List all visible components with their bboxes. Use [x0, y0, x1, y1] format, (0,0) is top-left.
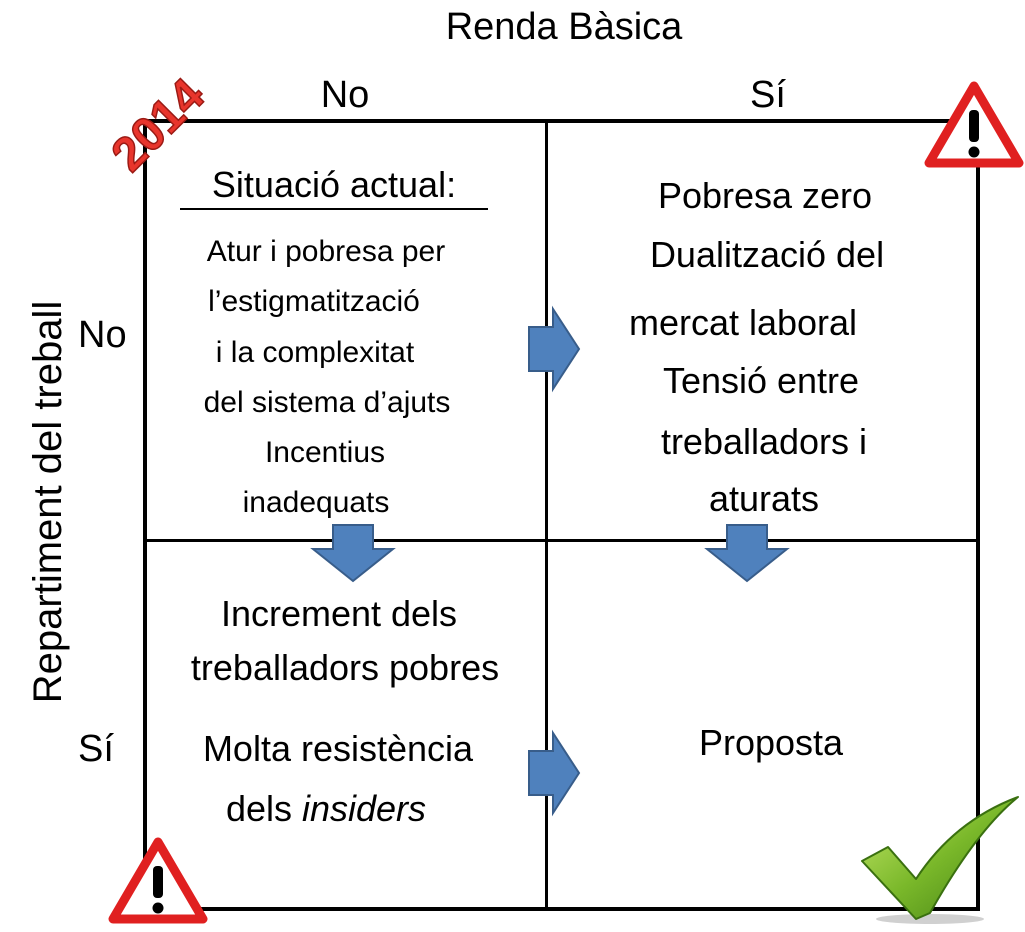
warning-icon — [108, 837, 208, 924]
column-header-no: No — [320, 74, 370, 116]
top-left-line-3: i la complexitat — [215, 336, 415, 369]
top-left-line-2: l’estigmatització — [208, 285, 420, 318]
grid-line-left — [143, 119, 147, 911]
bottom-left-line-1: Increment dels — [220, 593, 458, 634]
heading-underline — [180, 208, 488, 210]
bottom-left-line-2: treballadors pobres — [190, 647, 500, 688]
insiders-italic: insiders — [301, 788, 427, 829]
check-icon — [861, 796, 1019, 924]
row-header-no: No — [78, 314, 127, 356]
grid-line-center — [545, 119, 548, 911]
top-right-line-5: treballadors i — [660, 421, 868, 462]
bottom-left-line-4-prefix: dels — [225, 788, 302, 829]
arrow-down-icon — [704, 524, 790, 583]
bottom-left-line-4: dels insiders — [226, 791, 426, 827]
top-left-line-6: inadequats — [242, 486, 390, 519]
grid-line-bottom — [143, 907, 980, 911]
year-stamp-graphic: 2014 — [101, 68, 216, 183]
top-left-line-4: del sistema d’ajuts — [203, 386, 451, 419]
top-right-line-4: Tensió entre — [662, 360, 860, 401]
grid-line-right — [976, 119, 980, 911]
current-situation-heading: Situació actual: — [211, 164, 457, 205]
top-right-line-6: aturats — [708, 478, 820, 519]
row-header-si: Sí — [78, 728, 114, 770]
year-stamp: 2014 — [102, 69, 215, 182]
top-right-line-3: mercat laboral — [628, 302, 858, 343]
row-axis-title: Repartiment del treball — [26, 300, 70, 704]
arrow-down-icon — [310, 524, 396, 583]
proposal-label: Proposta — [698, 722, 844, 763]
grid-line-top — [143, 119, 980, 123]
top-right-line-2: Dualització del — [649, 234, 885, 275]
arrow-right-icon — [528, 305, 581, 393]
column-axis-title: Renda Bàsica — [445, 6, 683, 48]
top-right-line-1: Pobresa zero — [657, 175, 873, 216]
top-left-line-1: Atur i pobresa per — [206, 235, 446, 268]
warning-icon — [924, 81, 1024, 168]
bottom-left-line-3: Molta resistència — [202, 728, 474, 769]
grid-line-middle — [143, 539, 980, 542]
top-left-line-5: Incentius — [264, 436, 386, 469]
arrow-right-icon — [528, 729, 581, 817]
column-header-si: Sí — [750, 74, 786, 116]
